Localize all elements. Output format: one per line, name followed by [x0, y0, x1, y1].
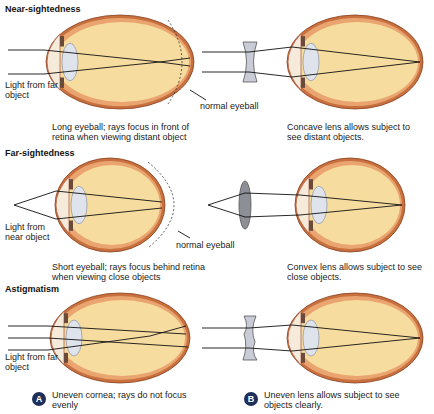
- eye-lens: [62, 43, 78, 81]
- light-ray: [202, 62, 420, 77]
- ray-label: Light from far object: [5, 80, 65, 100]
- iris: [309, 221, 313, 231]
- light-ray: [178, 231, 190, 238]
- choroid: [53, 296, 187, 380]
- choroid: [58, 161, 162, 249]
- panel-heading: Astigmatism: [5, 284, 125, 294]
- ray-label: Light from near object: [5, 222, 65, 242]
- light-ray: [8, 58, 190, 74]
- cornea: [296, 177, 309, 233]
- eye-lens: [66, 320, 82, 356]
- uneven-lens: [243, 316, 257, 360]
- iris: [69, 179, 73, 189]
- iris: [301, 78, 305, 88]
- callout-label: normal eyeball: [200, 101, 260, 111]
- choroid: [290, 18, 420, 106]
- cornea: [288, 311, 301, 365]
- light-ray: [8, 50, 190, 66]
- eye-lens: [71, 186, 87, 224]
- vitreous: [304, 165, 400, 245]
- choroid: [49, 18, 191, 106]
- eye-lens: [303, 320, 319, 356]
- vitreous: [55, 22, 189, 102]
- sclera: [287, 15, 423, 109]
- sclera: [46, 15, 194, 109]
- sclera: [295, 158, 405, 252]
- iris: [301, 313, 305, 323]
- light-ray: [202, 338, 420, 351]
- light-ray: [202, 325, 420, 338]
- light-ray: [14, 191, 162, 205]
- light-ray: [8, 338, 188, 347]
- choroid: [290, 296, 420, 380]
- caption: Long eyeball; rays focus in front of ret…: [52, 122, 212, 142]
- panel-heading: Far-sightedness: [5, 148, 125, 158]
- iris: [60, 36, 64, 46]
- light-ray: [8, 326, 186, 334]
- light-ray: [14, 205, 162, 219]
- concave-lens: [243, 42, 257, 82]
- convex-lens: [239, 181, 251, 229]
- caption: Uneven lens allows subject to see object…: [264, 390, 424, 410]
- callout-label: normal eyeball: [176, 240, 236, 250]
- iris: [64, 353, 68, 363]
- caption: Uneven cornea; rays do not focus evenly: [52, 390, 202, 410]
- vitreous: [59, 300, 185, 376]
- light-ray: [8, 326, 186, 350]
- iris: [69, 221, 73, 231]
- eye-lens: [311, 186, 327, 224]
- sclera: [287, 293, 423, 383]
- normal-eyeball-outline: [148, 162, 174, 248]
- cornea: [288, 34, 301, 90]
- light-ray: [202, 47, 420, 62]
- light-ray: [208, 205, 402, 217]
- caption: Concave lens allows subject to see dista…: [287, 122, 427, 142]
- vitreous: [296, 300, 418, 376]
- light-ray: [208, 193, 402, 205]
- caption: Convex lens allows subject to see close …: [287, 262, 427, 282]
- sclera: [55, 158, 165, 252]
- cornea: [56, 177, 69, 233]
- vitreous: [296, 22, 418, 102]
- ray-label: Light from far object: [5, 352, 65, 372]
- iris: [309, 179, 313, 189]
- normal-eyeball-outline: [168, 20, 182, 104]
- panel-heading: Near-sightedness: [5, 4, 125, 14]
- panel-letter: B: [244, 392, 258, 406]
- sclera: [50, 293, 190, 383]
- iris: [301, 353, 305, 363]
- vitreous: [64, 165, 160, 245]
- light-ray: [190, 90, 206, 100]
- iris: [64, 313, 68, 323]
- caption: Short eyeball; rays focus behind retina …: [52, 262, 212, 282]
- iris: [60, 78, 64, 88]
- panel-letter: A: [32, 392, 46, 406]
- iris: [301, 36, 305, 46]
- choroid: [298, 161, 402, 249]
